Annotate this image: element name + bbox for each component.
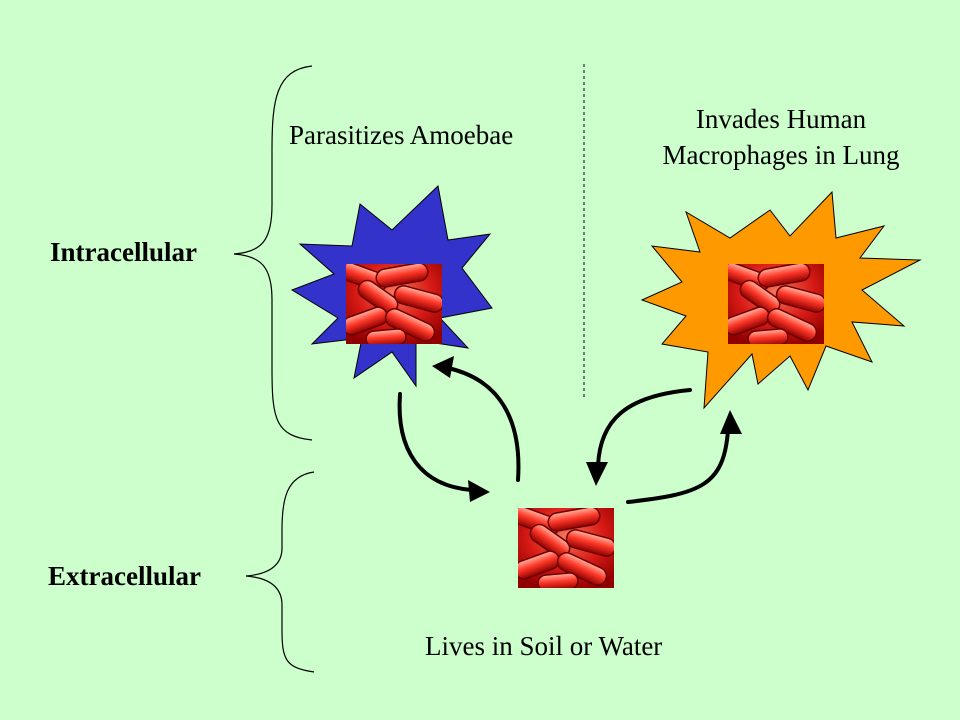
extracellular-brace xyxy=(245,471,315,673)
macrophage-bacteria-icon xyxy=(728,264,824,344)
arrowhead-to-amoeba-icon xyxy=(432,356,454,378)
free-bacteria-icon xyxy=(518,508,614,588)
arrow-amoeba-to-free xyxy=(397,392,474,492)
arrowhead-to-free-left-icon xyxy=(468,480,490,502)
intracellular-label: Intracellular xyxy=(50,237,197,267)
parasitizes-label: Parasitizes Amoebae xyxy=(289,120,514,150)
extracellular-label: Extracellular xyxy=(48,561,201,591)
intracellular-brace xyxy=(233,65,313,441)
arrow-free-to-macrophage xyxy=(626,428,730,504)
lives-label: Lives in Soil or Water xyxy=(425,631,663,661)
invades-label-line2: Macrophages in Lung xyxy=(662,140,900,170)
arrow-free-to-amoeba xyxy=(446,366,521,482)
arrow-macrophage-to-free xyxy=(596,388,692,468)
arrowhead-to-free-right-icon xyxy=(586,462,608,486)
arrowhead-to-macrophage-icon xyxy=(720,410,742,434)
invades-label-line1: Invades Human xyxy=(695,104,867,134)
invades-label: Invades Human Macrophages in Lung xyxy=(632,103,930,171)
amoeba-bacteria-icon xyxy=(346,264,442,344)
